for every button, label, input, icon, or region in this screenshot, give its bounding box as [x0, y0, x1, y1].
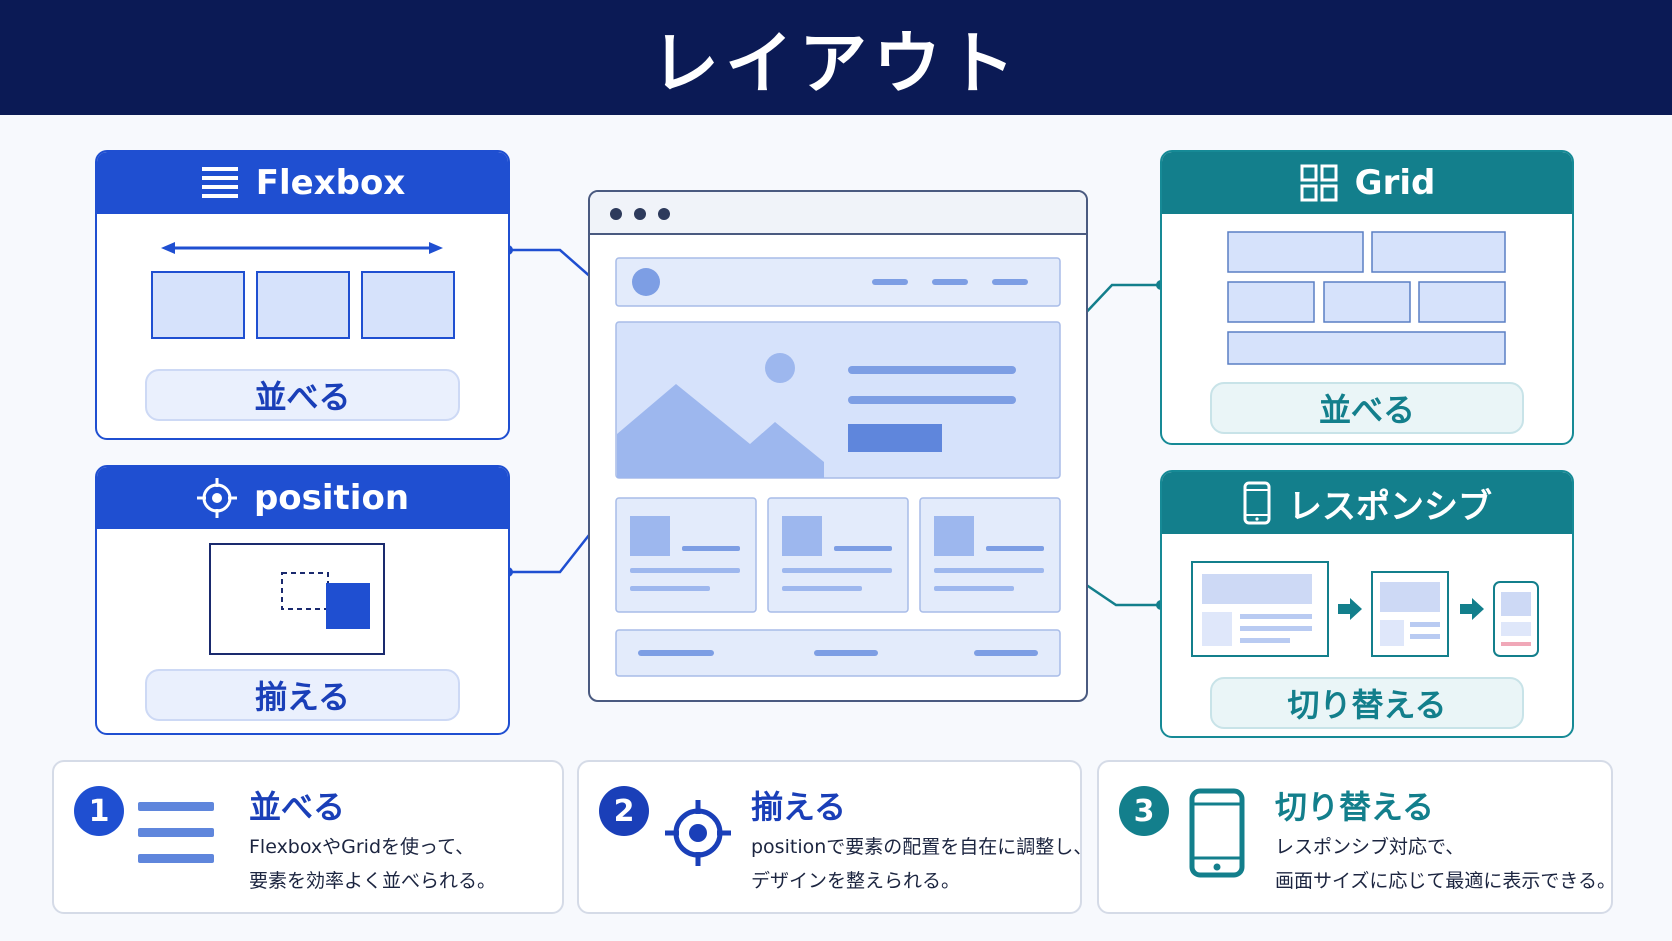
- position-label-pill: 揃える: [145, 669, 460, 721]
- step-title: 並べる: [249, 788, 346, 826]
- smartphone-icon: [1189, 788, 1245, 878]
- step-number-badge: 1: [74, 786, 124, 836]
- hamburger-icon: [138, 802, 214, 863]
- step-title: 切り替える: [1275, 788, 1435, 826]
- flexbox-illustration: [151, 242, 455, 339]
- browser-mockup: [588, 190, 1088, 702]
- grid-card: Grid 並べる: [1160, 150, 1574, 445]
- step-number-badge: 3: [1119, 786, 1169, 836]
- hamburger-icon: [201, 167, 238, 198]
- grid-label-pill: 並べる: [1210, 382, 1524, 434]
- position-card-header: position: [97, 467, 508, 529]
- crosshair-icon: [196, 478, 237, 518]
- position-illustration: [209, 543, 385, 655]
- step-description: レスポンシブ対応で、 画面サイズに応じて最適に表示できる。: [1275, 836, 1617, 892]
- grid-card-header: Grid: [1162, 152, 1572, 214]
- flexbox-card-header: Flexbox: [97, 152, 508, 214]
- responsive-label-pill: 切り替える: [1210, 677, 1524, 729]
- responsive-card: レスポンシブ 切り替える: [1160, 470, 1574, 738]
- position-card: position 揃える: [95, 465, 510, 735]
- flexbox-card: Flexbox 並べる: [95, 150, 510, 440]
- grid-title: Grid: [1354, 163, 1436, 203]
- step-card-2: 2 揃える positionで要素の配置を自在に調整し、 デザインを整えられる。: [577, 760, 1092, 914]
- step-title: 揃える: [751, 788, 847, 826]
- responsive-title: レスポンシブ: [1288, 486, 1492, 527]
- flexbox-label-pill: 並べる: [145, 369, 460, 421]
- browser-illustration: [590, 192, 1086, 677]
- responsive-card-header: レスポンシブ: [1162, 472, 1572, 534]
- smartphone-icon: [1243, 481, 1271, 525]
- page-title: レイアウト: [650, 25, 1021, 104]
- step-card-3: 3 切り替える レスポンシブ対応で、 画面サイズに応じて最適に表示できる。: [1097, 760, 1617, 914]
- flexbox-title: Flexbox: [255, 163, 406, 203]
- grid-icon: [1300, 164, 1338, 202]
- step-description: FlexboxやGridを使って、 要素を効率よく並べられる。: [249, 836, 497, 892]
- window-dot-icon: [610, 208, 622, 220]
- header-banner: レイアウト: [0, 0, 1672, 115]
- step-description: positionで要素の配置を自在に調整し、 デザインを整えられる。: [751, 836, 1093, 892]
- step-number-badge: 2: [599, 786, 649, 836]
- step-card-1: 1 並べる FlexboxやGridを使って、 要素を効率よく並べられる。: [52, 760, 564, 914]
- responsive-illustration: [1191, 561, 1539, 657]
- grid-illustration: [1227, 231, 1506, 365]
- crosshair-icon: [665, 800, 731, 866]
- position-title: position: [253, 478, 410, 518]
